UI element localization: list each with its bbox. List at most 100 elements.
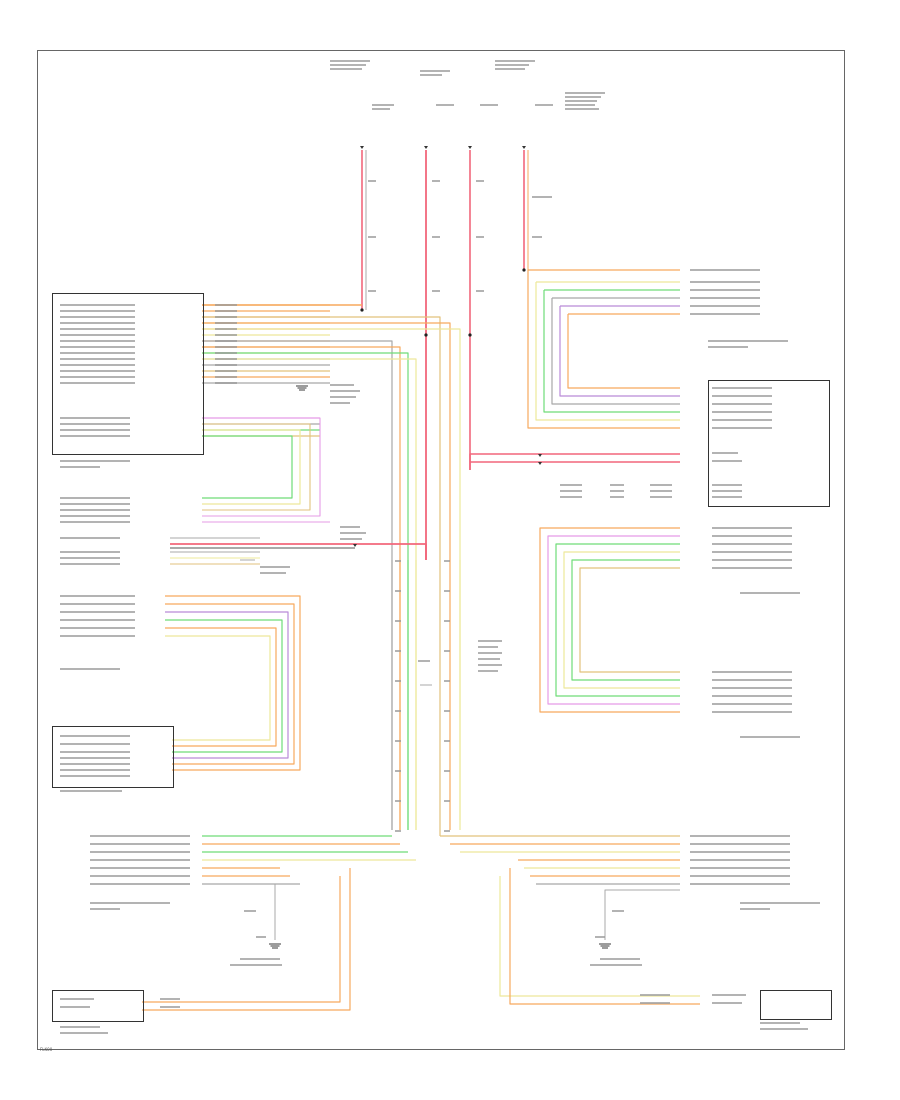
illegible-text-mark — [330, 60, 370, 62]
illegible-text-mark — [256, 936, 266, 938]
passenger-switch-wire — [563, 551, 680, 689]
illegible-text-mark — [60, 358, 135, 360]
illegible-text-mark — [690, 851, 790, 853]
illegible-text-mark — [230, 964, 282, 966]
illegible-text-mark — [60, 417, 130, 419]
illegible-text-mark — [690, 297, 760, 299]
illegible-text-mark — [60, 537, 120, 539]
illegible-text-mark — [444, 770, 450, 772]
illegible-text-mark — [420, 70, 450, 72]
passenger-switch-wire — [571, 559, 680, 681]
illegible-text-mark — [420, 74, 442, 76]
connector-pin-icon — [468, 146, 472, 149]
illegible-text-mark — [372, 108, 390, 110]
illegible-text-mark — [690, 269, 760, 271]
illegible-text-mark — [260, 572, 286, 574]
connector-pin-icon — [522, 146, 526, 149]
illegible-text-mark — [60, 497, 130, 499]
illegible-text-mark — [495, 68, 525, 70]
switch-wire — [165, 611, 289, 759]
driver-bus-2 — [202, 322, 451, 560]
illegible-text-mark — [60, 382, 135, 384]
illegible-text-mark — [395, 770, 401, 772]
illegible-text-mark — [372, 104, 394, 106]
diagram-frame — [37, 50, 845, 1050]
illegible-text-mark — [60, 790, 122, 792]
illegible-text-mark — [215, 340, 237, 342]
connector-pin-icon — [424, 146, 428, 149]
illegible-text-mark — [740, 908, 770, 910]
illegible-text-mark — [478, 646, 498, 648]
splice-icon — [424, 333, 428, 337]
lower-right-ground — [604, 889, 680, 940]
illegible-text-mark — [215, 346, 237, 348]
illegible-text-mark — [395, 650, 401, 652]
connector-pin-icon — [353, 544, 357, 547]
illegible-text-mark — [565, 104, 595, 106]
rear-right-wire-1 — [499, 876, 700, 997]
illegible-text-mark — [712, 1002, 742, 1004]
illegible-text-mark — [215, 376, 237, 378]
ground-icon — [296, 385, 308, 391]
illegible-text-mark — [60, 751, 130, 753]
illegible-text-mark — [610, 496, 624, 498]
illegible-text-mark — [60, 775, 130, 777]
illegible-text-mark — [712, 695, 792, 697]
illegible-text-mark — [650, 496, 672, 498]
illegible-text-mark — [690, 843, 790, 845]
switch-wire — [165, 619, 283, 753]
illegible-text-mark — [610, 490, 624, 492]
passenger-rear-window-motor-box — [760, 990, 832, 1020]
driver-window-switch-box — [52, 726, 174, 788]
passenger-switch-wire — [555, 543, 680, 697]
illegible-text-mark — [712, 496, 742, 498]
illegible-text-mark — [90, 902, 170, 904]
illegible-text-mark — [478, 664, 502, 666]
illegible-text-mark — [690, 859, 790, 861]
illegible-text-mark — [60, 352, 135, 354]
passenger-switch-wire — [579, 567, 680, 673]
figure-code: FLK00 — [40, 1047, 53, 1052]
ground-icon — [599, 943, 611, 949]
illegible-text-mark — [444, 830, 450, 832]
passenger-loop-wire — [543, 290, 680, 413]
illegible-text-mark — [712, 711, 792, 713]
illegible-text-mark — [565, 96, 601, 98]
illegible-text-mark — [60, 322, 135, 324]
illegible-text-mark — [260, 566, 290, 568]
illegible-text-mark — [60, 551, 120, 553]
illegible-text-mark — [90, 843, 190, 845]
illegible-text-mark — [90, 835, 190, 837]
illegible-text-mark — [560, 496, 582, 498]
illegible-text-mark — [60, 668, 120, 670]
illegible-text-mark — [495, 60, 535, 62]
illegible-text-mark — [60, 557, 120, 559]
illegible-text-mark — [712, 490, 742, 492]
illegible-text-mark — [478, 658, 500, 660]
illegible-text-mark — [60, 769, 130, 771]
illegible-text-mark — [395, 590, 401, 592]
illegible-text-mark — [395, 710, 401, 712]
illegible-text-mark — [368, 180, 376, 182]
illegible-text-mark — [60, 364, 135, 366]
illegible-text-mark — [712, 427, 772, 429]
illegible-text-mark — [712, 460, 742, 462]
illegible-text-mark — [560, 484, 582, 486]
lower-left-ground — [202, 883, 276, 940]
illegible-text-mark — [60, 563, 120, 565]
illegible-text-mark — [60, 509, 130, 511]
illegible-text-mark — [330, 68, 362, 70]
illegible-text-mark — [436, 104, 454, 106]
illegible-text-mark — [60, 603, 135, 605]
illegible-text-mark — [600, 958, 640, 960]
illegible-text-mark — [60, 763, 130, 765]
illegible-text-mark — [444, 740, 450, 742]
illegible-text-mark — [690, 875, 790, 877]
illegible-text-mark — [712, 452, 738, 454]
passenger-door-module-box — [708, 380, 830, 507]
illegible-text-mark — [565, 100, 597, 102]
connector-pin-icon — [538, 462, 542, 465]
illegible-text-mark — [368, 290, 376, 292]
illegible-text-mark — [712, 403, 772, 405]
illegible-text-mark — [532, 236, 542, 238]
